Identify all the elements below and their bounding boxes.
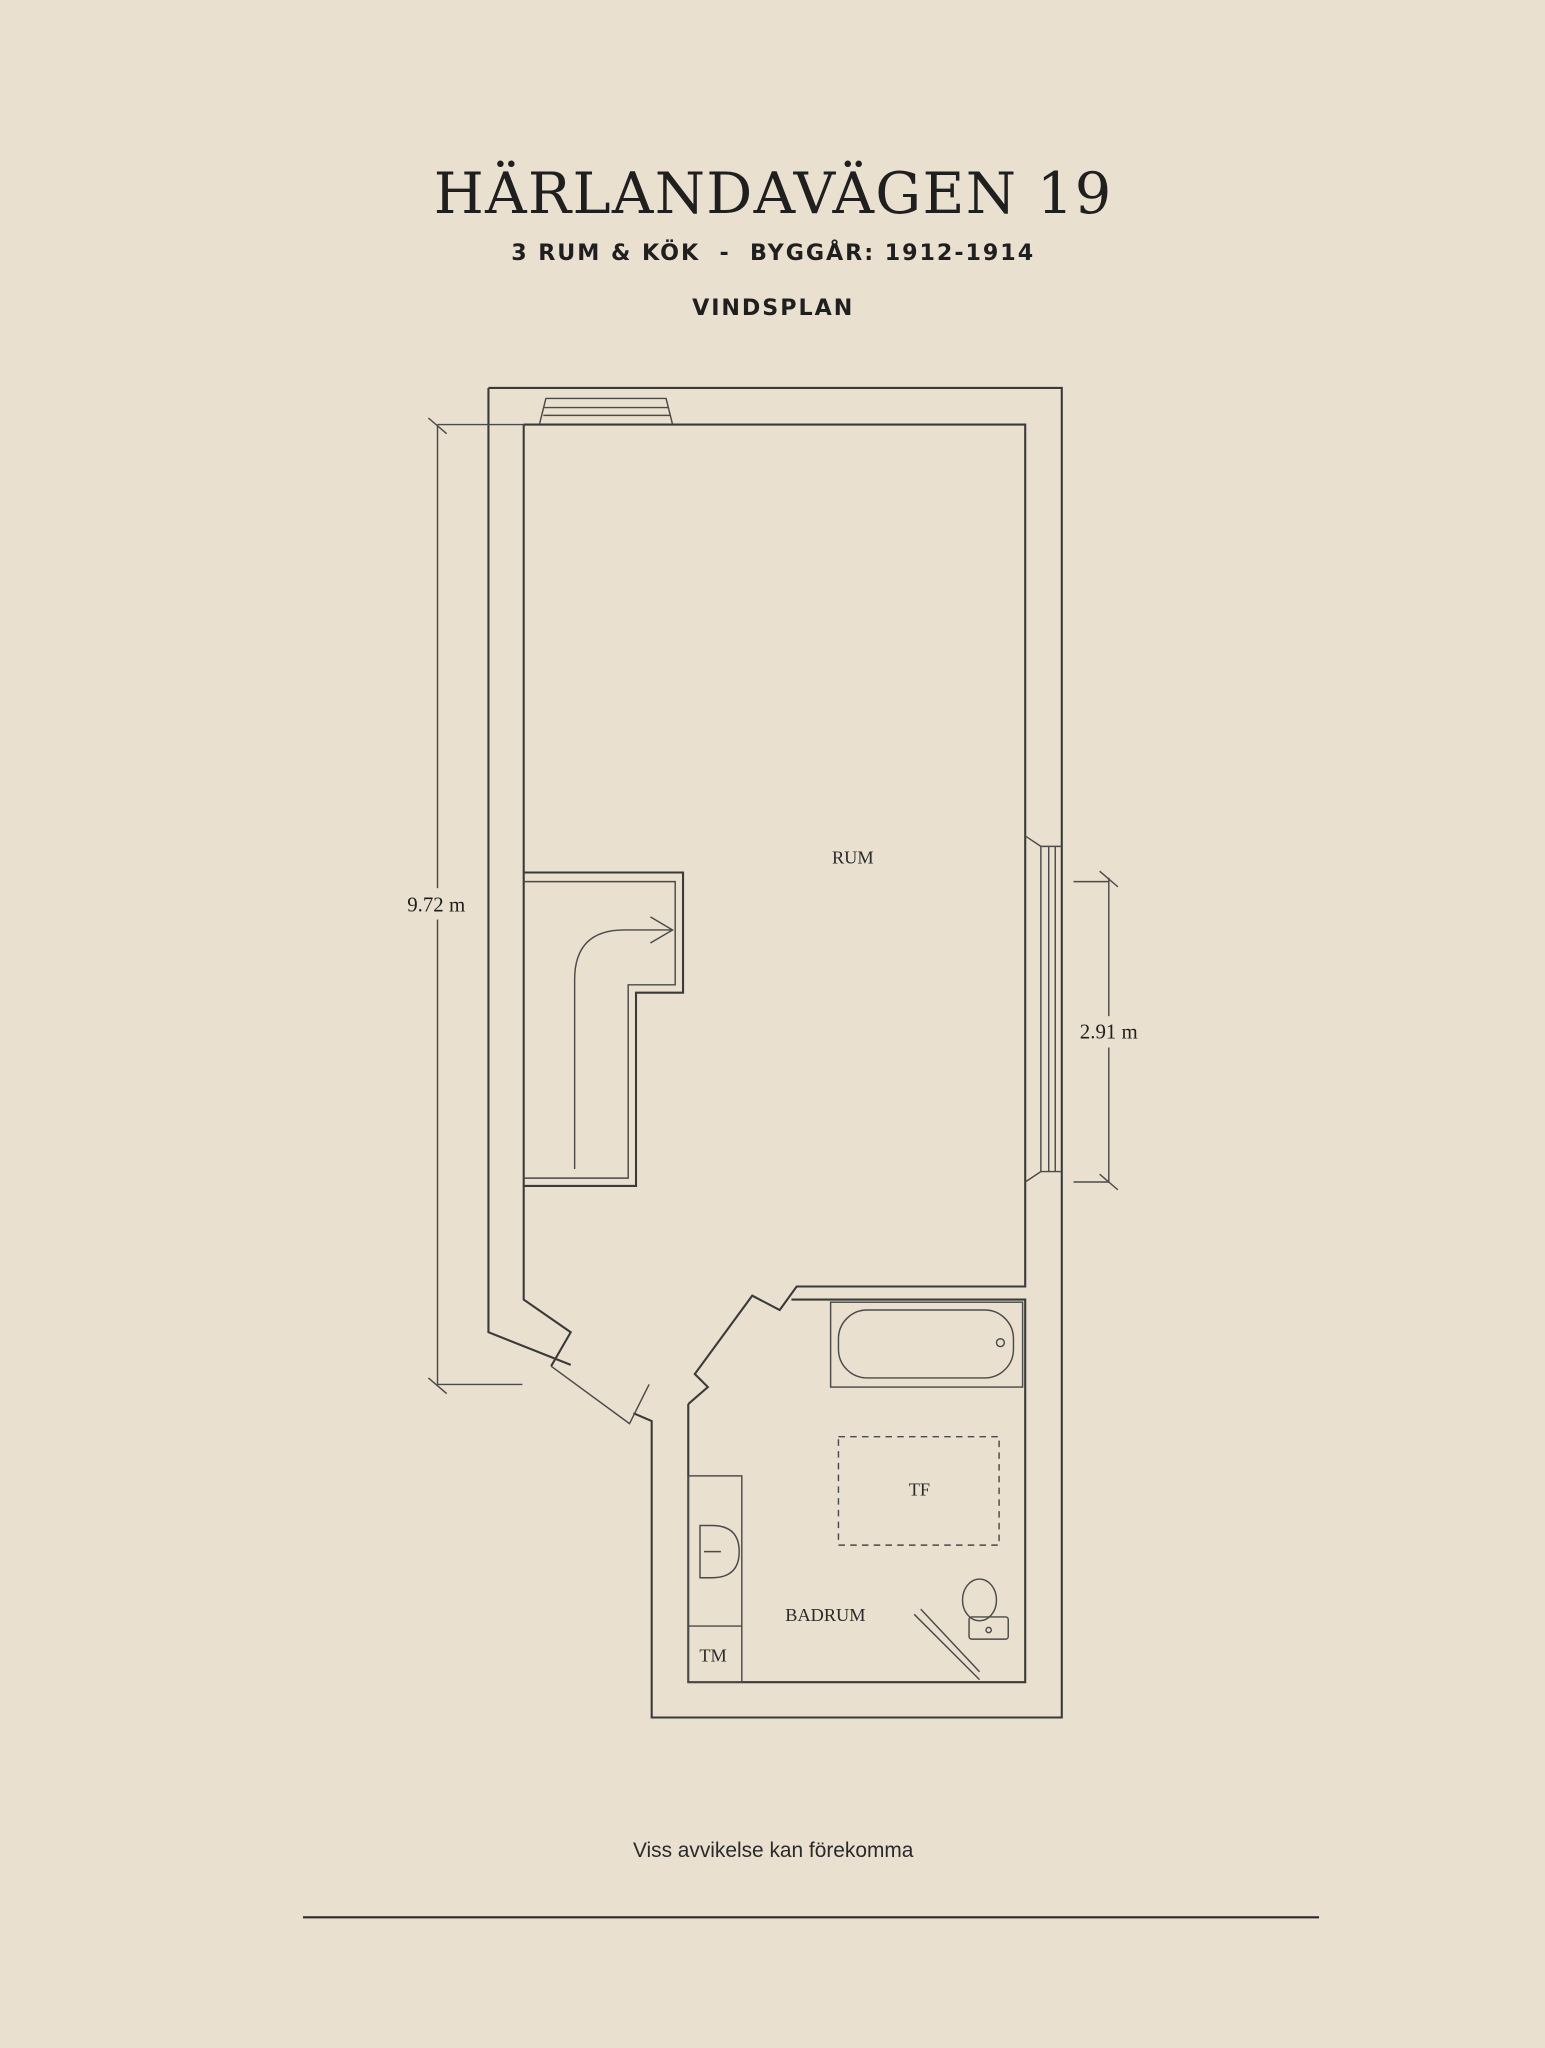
disclaimer: Viss avvikelse kan förekomma [633,1839,914,1862]
bathroom-door [913,1608,981,1681]
top-window [538,397,674,425]
sink-icon [699,1524,740,1579]
bathtub [829,1301,1024,1388]
toilet-icon [961,1578,1009,1640]
room-label-badrum: BADRUM [785,1605,865,1625]
dimension-label-window: 2.91 m [1080,1019,1138,1043]
page-title: HÄRLANDAVÄGEN 19 [434,159,1113,227]
floor-level: VINDSPLAN [692,295,854,321]
dimension-length: 9.72 m [398,417,524,1395]
room-label-rum: RUM [832,847,874,867]
room-label-tf: TF [909,1479,930,1499]
tf-area [837,1435,1000,1546]
dimension-label-length: 9.72 m [407,893,465,917]
subtitle: 3 RUM & KÖK - BYGGÅR: 1912-1914 [511,238,1035,266]
right-window [1024,835,1062,1183]
dimension-window: 2.91 m [1073,870,1147,1191]
sink-counter [687,1475,743,1683]
room-label-tm: TM [699,1645,726,1665]
arrow-icon [573,916,675,1169]
chimney [523,871,685,1187]
